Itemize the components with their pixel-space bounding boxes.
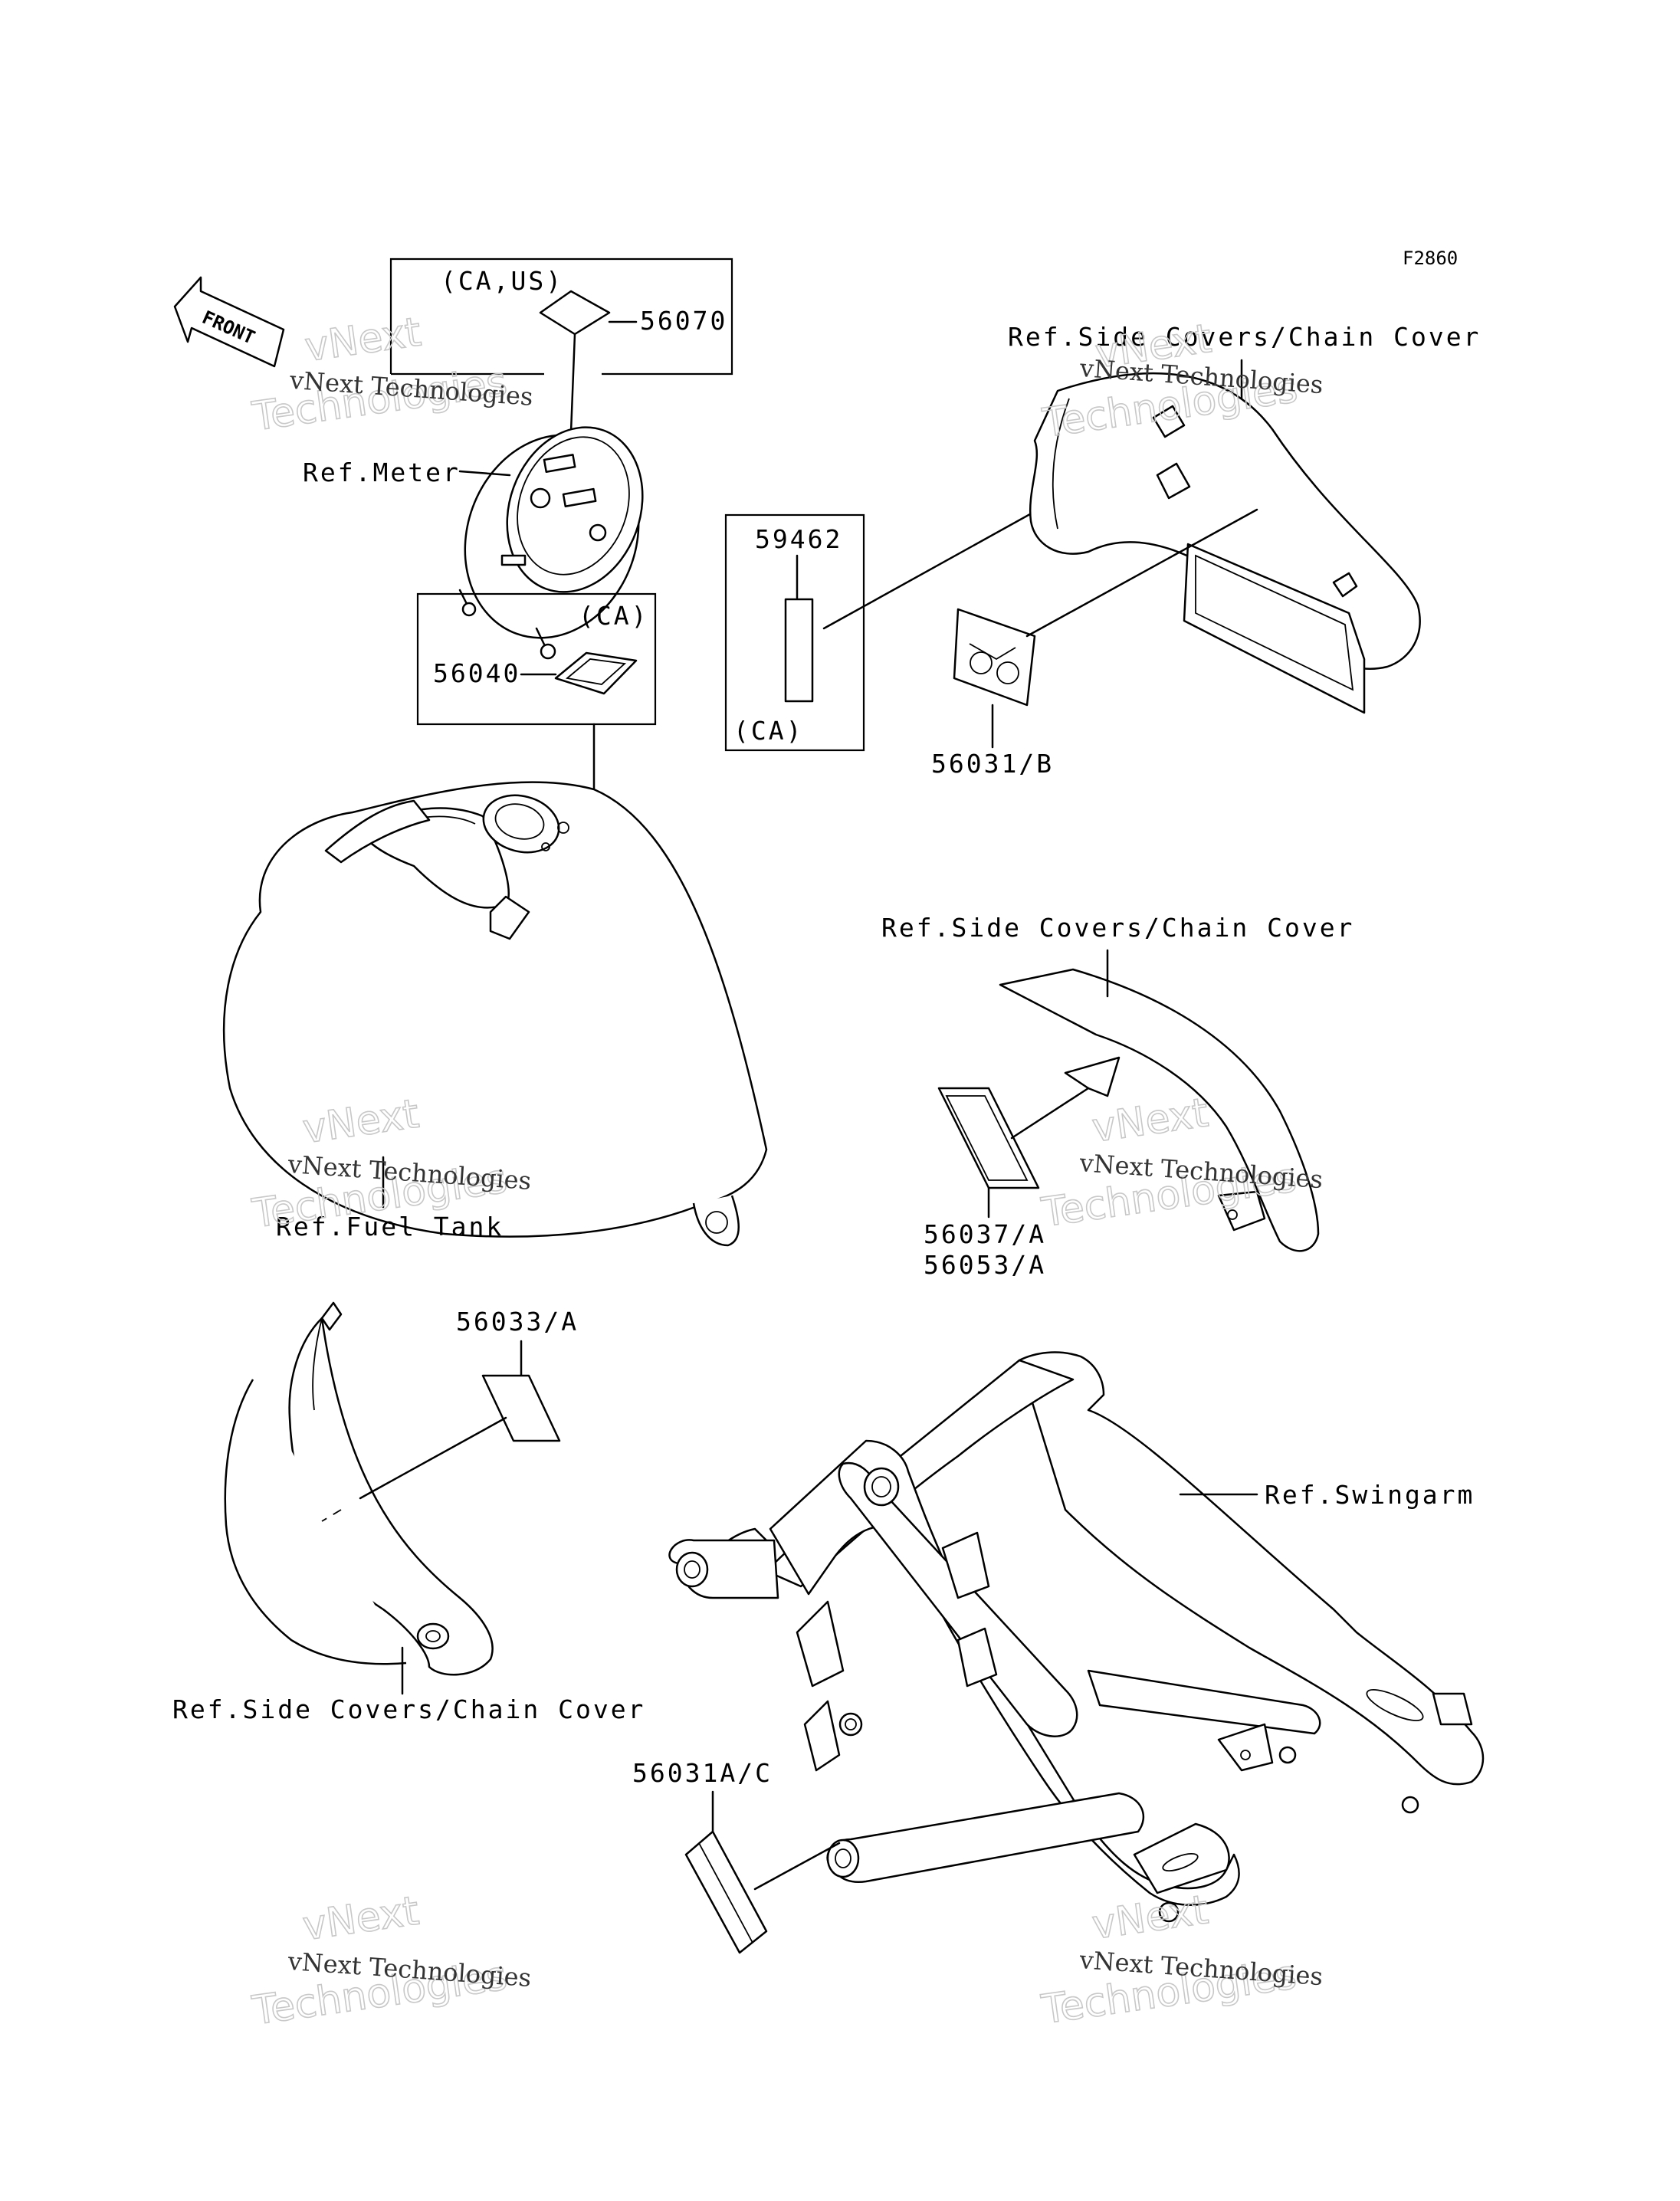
svg-text:vNext: vNext (302, 309, 424, 371)
label-56033a: 56033/A (321, 1307, 579, 1522)
side-cover-top-illustration (1029, 359, 1421, 714)
svg-text:vNext: vNext (1089, 1090, 1211, 1152)
label-59462 (784, 598, 814, 703)
swingarm-illustration (668, 1351, 1485, 1923)
front-arrow-icon: FRONT (173, 276, 285, 368)
label-56031ac: 56031A/C (632, 1758, 841, 1954)
part-56070: 56070 (640, 306, 727, 336)
fuel-tank-illustration (222, 781, 768, 1247)
meter-label-region: (CA,US) (441, 266, 563, 296)
tank-label-region: (CA) (579, 601, 648, 631)
part-56033a: 56033/A (456, 1307, 579, 1337)
label-ref-swingarm: Ref.Swingarm (1265, 1480, 1475, 1510)
side-cover-mid-illustration (999, 949, 1320, 1252)
part-56053a: 56053/A (924, 1250, 1046, 1280)
watermark-5: vNext Technologies vNext Technologies (248, 1888, 532, 2035)
meter-illustration (458, 426, 644, 660)
part-56037a: 56037/A (924, 1219, 1046, 1249)
label-56037a (937, 1087, 1090, 1219)
part-56031b: 56031/B (931, 749, 1054, 779)
label-ref-side-covers-top: Ref.Side Covers/Chain Cover (1008, 322, 1481, 352)
part-59462: 59462 (755, 524, 842, 554)
figure-code: F2860 (1403, 248, 1458, 269)
svg-text:vNext: vNext (1089, 1887, 1211, 1949)
label-56031b (953, 508, 1258, 749)
watermark-2: vNext Technologies vNext Technologies (1039, 315, 1324, 448)
cover-label-region: (CA) (733, 716, 803, 746)
part-56040: 56040 (433, 658, 520, 688)
meter-label-box: (CA,US) 56070 (389, 257, 733, 492)
label-56040 (554, 651, 638, 695)
watermark-6: vNext Technologies vNext Technologies (1038, 1886, 1324, 2033)
part-56031ac: 56031A/C (632, 1758, 773, 1788)
label-ref-side-covers-mid: Ref.Side Covers/Chain Cover (881, 913, 1354, 943)
tank-label-box: (CA) 56040 (416, 592, 657, 891)
label-ref-fuel-tank: Ref.Fuel Tank (276, 1212, 504, 1242)
label-56070 (539, 290, 611, 336)
side-cover-left-illustration (224, 1301, 494, 1695)
label-ref-meter: Ref.Meter (303, 458, 461, 487)
watermark-1: vNext Technologies vNext Technologies (248, 309, 533, 441)
label-ref-side-covers-left: Ref.Side Covers/Chain Cover (172, 1694, 645, 1724)
svg-text:vNext: vNext (300, 1888, 422, 1950)
